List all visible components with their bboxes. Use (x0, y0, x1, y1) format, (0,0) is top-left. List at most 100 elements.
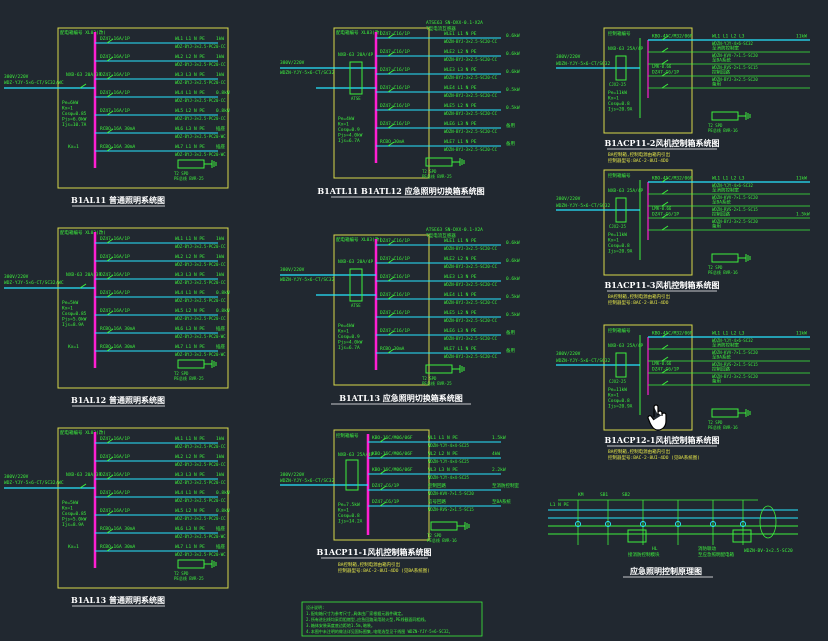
branch-circuit-label: WL1 L1 N PE (175, 36, 205, 42)
branch-load-label: 至BA系统 (492, 498, 511, 505)
load-parameter: Cosφ=0.8 (608, 243, 630, 249)
main-switch-label: NXB-63 20A/3P (66, 72, 102, 78)
spd-box (425, 364, 453, 374)
branch-circuit-label: WLE1 L1 N PE (444, 31, 477, 37)
branch-circuit-label: 至BA系统 (712, 354, 731, 361)
breaker-contact (387, 123, 395, 129)
ct-label: LMK-0.66 (652, 64, 672, 69)
panel-header: 配电箱编号 XL03(改) (60, 29, 106, 36)
branch-circuit-label: 至BA系统 (712, 199, 731, 206)
earth-label: PE总线 BVR-16 (708, 424, 738, 430)
breaker-contact (106, 546, 114, 552)
breaker-contact (79, 483, 87, 489)
panel-note: 控制器型号:BAC-2-8UI-4DO (608, 157, 669, 164)
load-parameter: Cosφ=0.8 (338, 513, 360, 519)
spd-box (711, 111, 739, 121)
main-switch-label: NXB-63 25A/4P (608, 188, 644, 194)
panel-frame (603, 169, 693, 276)
load-parameter: Ijs=14.2A (338, 519, 363, 525)
top-note: ATSE63 SN-DXX-0.1-X2A (426, 20, 483, 26)
branch-cable-label: WDZ-BYJ-3×2.5-PC20-CC (175, 262, 226, 267)
branch-circuit-label: WLE5 L2 N PE (444, 103, 477, 109)
panel-note: 控制器型号:BAC-2-8UI-4DO (见BA系统图) (608, 454, 700, 461)
spd-label: T2 SPD (174, 171, 189, 176)
load-parameter: Kx=1 (62, 306, 73, 312)
contactor-box (615, 55, 627, 81)
contactor-box (615, 197, 627, 223)
branch-cable-label: WDZN-BYJ-3×2.5-SC20-CC (444, 75, 498, 80)
branch-circuit-label: 至消防控制室 (712, 45, 739, 52)
kx-note: Kx=1 (68, 344, 79, 350)
branch-circuit-label: WL1 L1 L2 L3 (712, 176, 745, 182)
branch-circuit-label: WL2 L2 N PE (175, 254, 205, 260)
branch-circuit-label: WLE3 L3 N PE (444, 67, 477, 73)
breaker-contact (387, 141, 395, 147)
branch-circuit-label: 至消防控制室 (712, 342, 739, 349)
branch-breaker-label: RCBO-16A 30mA (100, 326, 136, 332)
branch-circuit-label: 备用 (712, 81, 721, 88)
lamp-symbol (675, 521, 681, 527)
branch-breaker-label: DZ47-C16/1P (380, 121, 410, 127)
breaker-contact (106, 310, 114, 316)
load-parameter: Cosφ=0.9 (338, 334, 360, 340)
panel-title: B1AL12 普通照明系统图 (71, 395, 165, 405)
branch-load-label: 0.5kW (506, 105, 520, 111)
branch-cable-label: WDZN-YJY-4×4-SC25 (428, 459, 470, 464)
branch-load-label: 0.6kW (506, 240, 520, 246)
branch-load-label: 0.6kW (506, 33, 520, 39)
branch-circuit-label: WLE7 L1 N PE (444, 346, 477, 352)
load-parameter: Ijs=8.9A (62, 322, 84, 328)
breaker-contact (387, 240, 395, 246)
branch-circuit-label: WLE4 L1 N PE (444, 85, 477, 91)
branch-load-label: 1kW (216, 472, 224, 478)
branch-circuit-label: WL2 L2 N PE (175, 54, 205, 60)
load-parameter: Pjs=5.0kW (62, 517, 87, 523)
panel-frame (333, 27, 430, 179)
panel-title: B1ACP11-1风机控制箱系统图 (317, 547, 432, 557)
panel-note: BA控制箱,控制电源由箱内引出 (608, 293, 671, 300)
breaker-contact (79, 83, 87, 89)
spd-box (711, 408, 739, 418)
branch-circuit-label: WL7 L1 N PE (175, 544, 205, 550)
ats-switch-box (345, 459, 359, 491)
breaker-contact (106, 238, 114, 244)
branch-breaker-label: RCBO-16A 30mA (100, 144, 136, 150)
branch-breaker-label: DZ47-16A/1P (100, 290, 130, 296)
branch-cable-label: WDZ-BYJ-3×2.5-PC20-WC (175, 334, 226, 339)
branch-cable-label: WDZN-BYJ-3×2.5-SC20-CC (444, 300, 498, 305)
branch-circuit-label: WL5 L2 N PE (175, 108, 205, 114)
breaker-contact (661, 356, 669, 362)
branch-load-label: 0.8kW (216, 308, 230, 314)
branch-breaker-label: DZ47-16A/1P (100, 272, 130, 278)
incoming-cable: WDZ-YJY-5×6-CT/SC32/WC (4, 480, 64, 486)
branch-circuit-label: WL2 L2 N PE (175, 454, 205, 460)
branch-circuit-label: WLE3 L3 N PE (444, 274, 477, 280)
load-parameter: Cosφ=0.85 (62, 511, 87, 517)
incoming-cable: WDZN-YJY-5×6-CT/SC32 (280, 277, 334, 283)
load-parameter: Ijs=6.7A (338, 138, 360, 144)
breaker-contact (106, 346, 114, 352)
branch-cable-label: WDZN-BYJ-3×2.5-SC20-CC (444, 246, 498, 251)
branch-cable-label: WDZ-BYJ-3×2.5-PC20-CC (175, 62, 226, 67)
branch-circuit-label: WL2 L2 N PE (428, 451, 458, 457)
branch-circuit-label: WL7 L1 N PE (175, 344, 205, 350)
spd-box (177, 159, 205, 169)
branch-breaker-label: DZ47-C16/1P (380, 85, 410, 91)
breaker-contact (106, 328, 114, 334)
branch-cable-label: WDZN-BYJ-3×2.5-SC20-CC (444, 57, 498, 62)
control-label: 接消防控制模块 (628, 551, 660, 558)
branch-load-label: 插座 (216, 125, 225, 132)
top-note: ATSE63 SN-DXX-0.1-X2A (426, 227, 483, 233)
control-label: SB1 (600, 492, 608, 498)
branch-breaker-label: DZ47-C6/1P (652, 367, 679, 373)
incoming-cable: WDZN-YJY-5×6-CT/SC32 (556, 61, 610, 67)
load-parameter: Pe=11kW (608, 232, 627, 238)
load-parameter: Pe=7.5kW (338, 502, 360, 508)
breaker-contact (106, 438, 114, 444)
incoming-cable: WDZN-YJY-5×6-CT/SC32 (556, 358, 610, 364)
branch-breaker-label: DZ47-16A/1P (100, 436, 130, 442)
branch-breaker-label: DZ47-16A/1P (100, 490, 130, 496)
breaker-contact (661, 59, 669, 65)
notes-line: 2.所有进出线均采用阻燃型,应急回路采用耐火型,PE线截面同相线。 (306, 616, 428, 622)
